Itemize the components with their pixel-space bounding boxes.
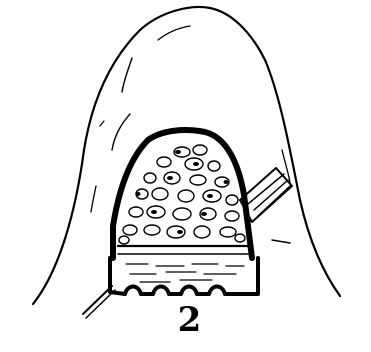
fuel-layer [126,264,244,282]
flue-bar [240,168,292,222]
mound-stroke [122,58,132,92]
mound-stroke [272,240,290,243]
mound-stroke [158,26,190,40]
pot-shading [136,150,229,234]
mound-stroke [91,186,96,212]
mound-stroke [100,121,104,126]
flue-hatch [248,174,290,216]
figure-number: 2 [0,300,371,340]
mound-stroke [112,114,130,150]
chamber-arch [113,130,252,258]
